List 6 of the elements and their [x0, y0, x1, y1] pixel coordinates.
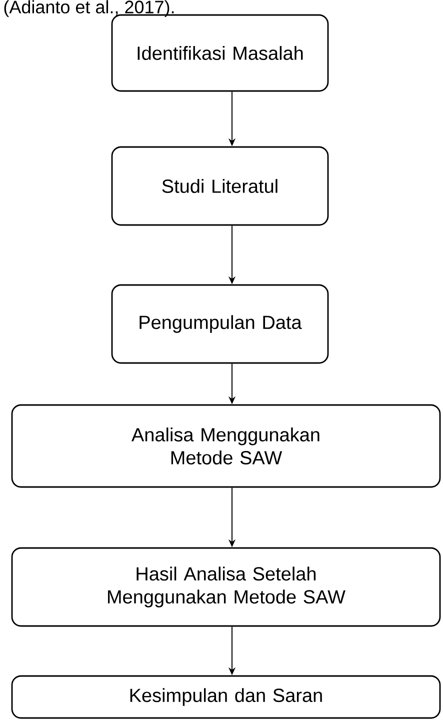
process-box: Pengumpulan Data	[111, 284, 329, 364]
process-box: Kesimpulan dan Saran	[11, 675, 441, 719]
citation-text: (Adianto et al., 2017).	[4, 0, 174, 17]
process-box: Hasil Analisa Setelah Menggunakan Metode SAW	[11, 547, 441, 627]
process-box: Analisa Menggunakan Metode SAW	[11, 404, 441, 488]
process-box: Studi Literatul	[111, 146, 329, 226]
